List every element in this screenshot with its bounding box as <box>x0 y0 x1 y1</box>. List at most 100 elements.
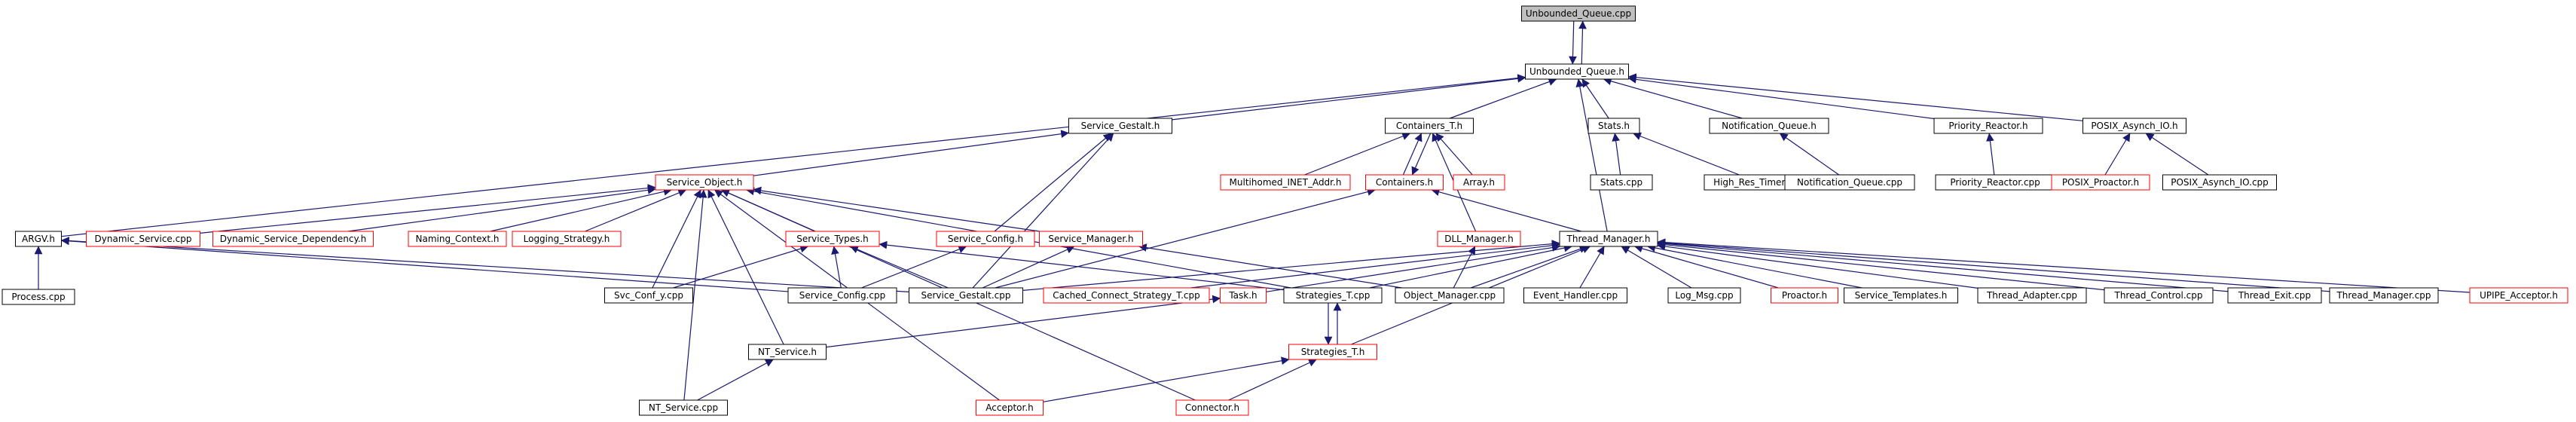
node-label: Svc_Conf_y.cpp <box>614 290 683 301</box>
edge-stats_cpp-to-stats_h <box>1612 133 1621 176</box>
edge-priority_reactor_cpp-to-priority_reactor_h <box>1986 133 1995 176</box>
node-box <box>1175 399 1249 416</box>
node-service-templates-h[interactable]: Service_Templates.h <box>1844 287 1958 304</box>
node-box <box>936 231 1035 247</box>
edge-nt_service_h-to-service_object_h <box>707 189 784 345</box>
node-box <box>787 287 897 304</box>
node-stats-cpp[interactable]: Stats.cpp <box>1590 174 1653 191</box>
edge-argv_h-to-unbounded_queue_h <box>61 74 1526 237</box>
edge-notification_queue_h-to-unbounded_queue_h <box>1603 77 1743 119</box>
node-layer: Unbounded_Queue.cppUnbounded_Queue.hServ… <box>2 5 2568 416</box>
node-cached-connect-strategy-t-cpp[interactable]: Cached_Connect_Strategy_T.cpp <box>1043 287 1210 304</box>
node-dynamic-service-dependency-h[interactable]: Dynamic_Service_Dependency.h <box>212 231 374 247</box>
node-task-h[interactable]: Task.h <box>1220 287 1267 304</box>
node-label: Containers_T.h <box>1396 121 1462 131</box>
node-label: Containers.h <box>1376 177 1433 188</box>
node-box <box>1771 287 1838 304</box>
node-service-types-h[interactable]: Service_Types.h <box>785 231 880 247</box>
edge-logging_strategy_h-to-service_object_h <box>585 188 687 232</box>
node-log-msg-cpp[interactable]: Log_Msg.cpp <box>1667 287 1741 304</box>
node-priority-reactor-cpp[interactable]: Priority_Reactor.cpp <box>1935 174 2055 191</box>
node-label: Dynamic_Service_Dependency.h <box>220 234 367 244</box>
node-box <box>785 231 880 247</box>
node-object-manager-cpp[interactable]: Object_Manager.cpp <box>1395 287 1505 304</box>
node-box <box>1385 118 1474 134</box>
node-box <box>1521 5 1636 22</box>
node-box <box>1587 118 1640 134</box>
node-svc-conf-y-cpp[interactable]: Svc_Conf_y.cpp <box>604 287 693 304</box>
node-box <box>1667 287 1741 304</box>
node-label: Strategies_T.cpp <box>1296 290 1371 301</box>
node-box <box>512 231 622 247</box>
node-logging-strategy-h[interactable]: Logging_Strategy.h <box>512 231 622 247</box>
node-notification-queue-cpp[interactable]: Notification_Queue.cpp <box>1784 174 1915 191</box>
node-box <box>2329 287 2439 304</box>
edge-thread_exit_cpp-to-thread_manager_h <box>1657 240 2229 292</box>
node-naming-context-h[interactable]: Naming_Context.h <box>408 231 507 247</box>
node-connector-h[interactable]: Connector.h <box>1175 399 1249 416</box>
node-strategies-t-cpp[interactable]: Strategies_T.cpp <box>1283 287 1383 304</box>
edge-dynamic_service_dependency_h-to-service_object_h <box>347 185 656 232</box>
edge-task_h-to-thread_manager_h <box>1266 243 1560 292</box>
node-thread-control-cpp[interactable]: Thread_Control.cpp <box>2104 287 2214 304</box>
node-priority-reactor-h[interactable]: Priority_Reactor.h <box>1933 118 2043 134</box>
node-box <box>639 399 728 416</box>
node-event-handler-cpp[interactable]: Event_Handler.cpp <box>1523 287 1627 304</box>
node-unbounded-queue-h[interactable]: Unbounded_Queue.h <box>1525 63 1629 80</box>
node-containers-h[interactable]: Containers.h <box>1365 174 1444 191</box>
node-label: Proactor.h <box>1782 290 1827 301</box>
node-upipe-acceptor-h[interactable]: UPIPE_Acceptor.h <box>2469 287 2568 304</box>
node-thread-manager-h[interactable]: Thread_Manager.h <box>1559 231 1658 247</box>
node-nt-service-cpp[interactable]: NT_Service.cpp <box>639 399 728 416</box>
edge-posix_asynch_io_h-to-unbounded_queue_h <box>1627 73 2083 121</box>
edge-containers_t_h-to-unbounded_queue_h <box>1450 78 1557 119</box>
edge-nt_service_cpp-to-nt_service_h <box>697 359 774 401</box>
node-multihomed-inet-addr-h[interactable]: Multihomed_INET_Addr.h <box>1220 174 1351 191</box>
node-label: Naming_Context.h <box>415 234 499 244</box>
node-containers-t-h[interactable]: Containers_T.h <box>1385 118 1474 134</box>
node-label: Service_Gestalt.h <box>1081 121 1160 131</box>
node-service-gestalt-cpp[interactable]: Service_Gestalt.cpp <box>909 287 1023 304</box>
node-label: NT_Service.h <box>758 347 817 357</box>
edge-dynamic_service_cpp-to-service_object_h <box>200 184 656 234</box>
node-strategies-t-h[interactable]: Strategies_T.h <box>1288 344 1377 360</box>
node-dynamic-service-cpp[interactable]: Dynamic_Service.cpp <box>86 231 200 247</box>
node-argv-h[interactable]: ARGV.h <box>15 231 62 247</box>
node-thread-exit-cpp[interactable]: Thread_Exit.cpp <box>2227 287 2322 304</box>
node-array-h[interactable]: Array.h <box>1453 174 1505 191</box>
edge-service_gestalt_h-to-unbounded_queue_h <box>1172 74 1526 121</box>
node-stats-h[interactable]: Stats.h <box>1587 118 1640 134</box>
node-service-config-h[interactable]: Service_Config.h <box>936 231 1035 247</box>
edge-acceptor_h-to-strategies_t_h <box>1043 356 1290 402</box>
node-box <box>212 231 374 247</box>
node-service-object-h[interactable]: Service_Object.h <box>655 174 754 191</box>
node-box <box>1039 231 1143 247</box>
edge-service_gestalt_cpp-to-thread_manager_h <box>1022 240 1560 291</box>
node-box <box>2469 287 2568 304</box>
node-service-config-cpp[interactable]: Service_Config.cpp <box>787 287 897 304</box>
node-notification-queue-h[interactable]: Notification_Queue.h <box>1709 118 1829 134</box>
node-box <box>15 231 62 247</box>
node-service-manager-h[interactable]: Service_Manager.h <box>1039 231 1143 247</box>
node-posix-asynch-io-cpp[interactable]: POSIX_Asynch_IO.cpp <box>2162 174 2277 191</box>
node-acceptor-h[interactable]: Acceptor.h <box>976 399 1044 416</box>
edge-posix_asynch_io_cpp-to-posix_asynch_io_h <box>2145 133 2209 176</box>
node-service-gestalt-h[interactable]: Service_Gestalt.h <box>1068 118 1172 134</box>
node-box <box>1365 174 1444 191</box>
node-label: POSIX_Asynch_IO.cpp <box>2171 177 2269 188</box>
node-box <box>86 231 200 247</box>
node-dll-manager-h[interactable]: DLL_Manager.h <box>1437 231 1521 247</box>
node-posix-proactor-h[interactable]: POSIX_Proactor.h <box>2051 174 2150 191</box>
node-posix-asynch-io-h[interactable]: POSIX_Asynch_IO.h <box>2082 118 2186 134</box>
node-box <box>1283 287 1383 304</box>
node-label: Acceptor.h <box>985 402 1034 413</box>
node-label: Stats.cpp <box>1600 177 1642 188</box>
node-nt-service-h[interactable]: NT_Service.h <box>748 344 827 360</box>
node-proactor-h[interactable]: Proactor.h <box>1771 287 1838 304</box>
node-label: Thread_Adapter.cpp <box>1986 290 2077 301</box>
node-label: DLL_Manager.h <box>1444 234 1514 244</box>
node-thread-adapter-cpp[interactable]: Thread_Adapter.cpp <box>1977 287 2087 304</box>
node-process-cpp[interactable]: Process.cpp <box>2 289 75 305</box>
node-label: Dynamic_Service.cpp <box>95 234 192 244</box>
node-thread-manager-cpp[interactable]: Thread_Manager.cpp <box>2329 287 2439 304</box>
